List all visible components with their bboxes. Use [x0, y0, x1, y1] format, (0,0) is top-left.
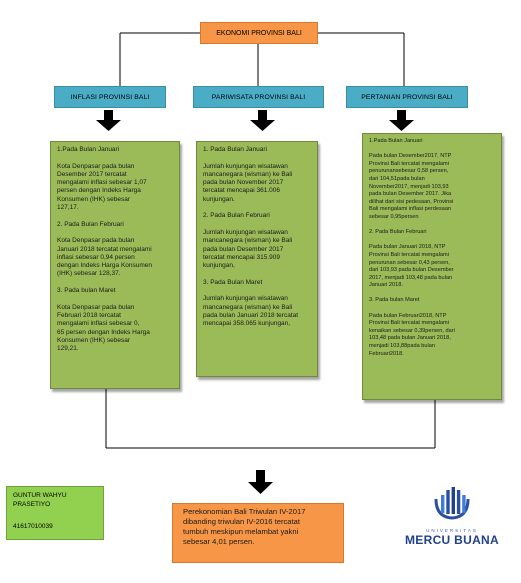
- pariwisata-detail-box: 1. Pada Bulan Januari Jumlah kunjungan w…: [196, 141, 318, 377]
- author-nim: 41617010039: [13, 523, 53, 530]
- inflasi-text-3: Kota Denpasar pada bulan Februari 2018 t…: [57, 303, 150, 353]
- inflasi-text-2: Kota Denpasar pada bulan Januari 2018 te…: [57, 237, 153, 278]
- pertanian-heading-3: 3. Pada bulan Maret: [369, 297, 420, 304]
- arrow-4-head: [248, 482, 273, 494]
- inflasi-heading-2: 2. Pada Bulan Februari: [57, 220, 124, 228]
- arrow-2-shaft: [258, 110, 267, 122]
- pertanian-text-3: Pada bulan Februari2018, NTP Provinsi Ba…: [369, 312, 455, 357]
- mercu-buana-emblem-icon: [434, 487, 470, 520]
- logo-university-text: UNIVERSITAS: [426, 528, 478, 533]
- pertanian-heading-1: 1.Pada Bulan Januari: [369, 138, 423, 144]
- title-box: EKONOMI PROVINSI BALI: [200, 22, 318, 44]
- arrow-3-shaft: [397, 110, 406, 122]
- pertanian-detail-box: 1.Pada Bulan Januari Pada bulan Desember…: [362, 133, 502, 400]
- arrow-1-shaft: [104, 110, 113, 122]
- pariwisata-text-1: Jumlah kunjungan wisatawan mancanegara (…: [203, 162, 293, 203]
- author-name: GUNTUR WAHYU PRASETIYO: [13, 492, 67, 508]
- inflasi-heading-3: 3. Pada bulan Maret: [57, 287, 116, 295]
- inflasi-heading-1: 1.Pada Bulan Januari: [57, 146, 120, 153]
- category-inflasi-label: INFLASI PROVINSI BALI: [70, 93, 150, 101]
- logo-name-text: MERCU BUANA: [405, 533, 499, 547]
- arrow-3-head: [389, 120, 414, 131]
- pariwisata-text-2: Jumlah kunjungan wisatawan mancanegara (…: [203, 228, 293, 270]
- pariwisata-heading-2: 2. Pada Bulan Februari: [203, 212, 270, 220]
- conclusion-box: Perekonomian Bali Triwulan IV-2017 diban…: [172, 503, 344, 563]
- category-pariwisata-label: PARIWISATA PROVINSI BALI: [211, 93, 306, 101]
- arrow-2-head: [250, 120, 275, 131]
- category-inflasi: INFLASI PROVINSI BALI: [54, 86, 166, 108]
- category-pertanian: PERTANIAN PROVINSI BALI: [346, 86, 468, 108]
- pertanian-text-1: Pada bulan Desember2017, NTP Provinsi Ba…: [369, 153, 454, 220]
- pertanian-heading-2: 2. Pada Bulan Februari: [369, 229, 427, 236]
- pertanian-text-2: Pada bulan Januari 2018, NTP Provinsi Ba…: [369, 244, 454, 289]
- pariwisata-text-3: Jumlah kunjungan wisatawan mancanegara (…: [203, 295, 299, 328]
- arrow-4-shaft: [256, 470, 265, 484]
- author-box: GUNTUR WAHYU PRASETIYO 41617010039: [6, 486, 104, 540]
- inflasi-text-1: Kota Denpasar pada bulan Desember 2017 t…: [57, 162, 147, 212]
- diagram-title: EKONOMI PROVINSI BALI: [216, 29, 302, 37]
- pariwisata-heading-3: 3. Pada Bulan Maret: [203, 278, 263, 286]
- conclusion-text: Perekonomian Bali Triwulan IV-2017 diban…: [183, 507, 306, 546]
- pariwisata-heading-1: 1. Pada Bulan Januari: [203, 146, 267, 153]
- category-pariwisata: PARIWISATA PROVINSI BALI: [193, 86, 324, 108]
- arrow-1-head: [96, 120, 121, 131]
- mercu-buana-logo: UNIVERSITAS MERCU BUANA: [404, 485, 500, 547]
- inflasi-detail-box: 1.Pada Bulan Januari Kota Denpasar pada …: [50, 141, 180, 389]
- category-pertanian-label: PERTANIAN PROVINSI BALI: [361, 93, 453, 101]
